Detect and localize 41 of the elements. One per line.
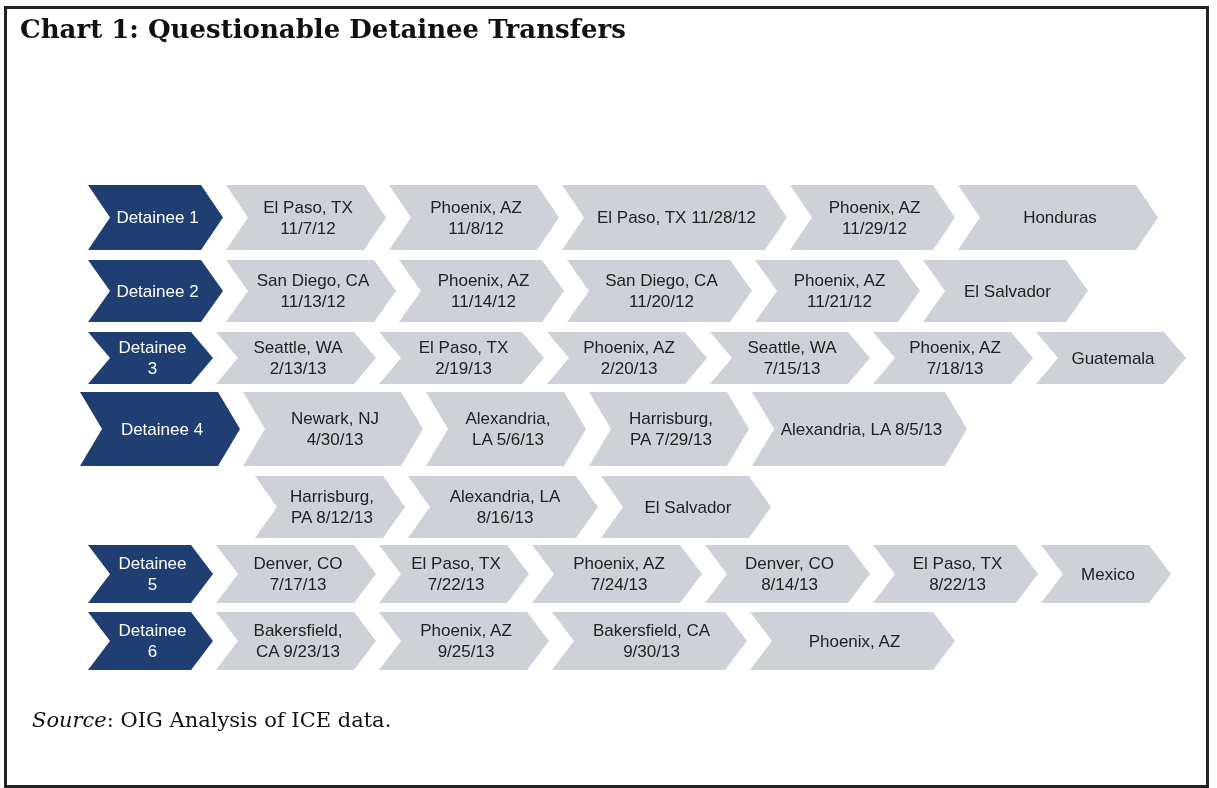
- transfer-step: El Paso, TX 11/7/12: [226, 185, 386, 250]
- transfer-step: Alexandria, LA 8/5/13: [752, 392, 967, 466]
- transfer-step: Mexico: [1041, 545, 1171, 603]
- chart-title: Chart 1: Questionable Detainee Transfers: [20, 14, 626, 44]
- transfer-step: Seattle, WA 2/13/13: [216, 332, 376, 384]
- transfer-step: Bakersfield, CA 9/23/13: [216, 612, 376, 670]
- transfer-step: El Paso, TX 7/22/13: [379, 545, 529, 603]
- transfer-step: El Salvador: [923, 260, 1088, 322]
- transfer-step: San Diego, CA 11/13/12: [226, 260, 396, 322]
- transfer-step: Alexandria, LA 8/16/13: [408, 476, 598, 538]
- transfer-step: Honduras: [958, 185, 1158, 250]
- transfer-step: El Paso, TX 2/19/13: [379, 332, 544, 384]
- transfer-step: San Diego, CA 11/20/12: [567, 260, 752, 322]
- transfer-step: Newark, NJ 4/30/13: [243, 392, 423, 466]
- detainee-tag: Detainee 3: [88, 332, 213, 384]
- source-note: Source: OIG Analysis of ICE data.: [32, 708, 392, 732]
- transfer-step: Harrisburg, PA 7/29/13: [589, 392, 749, 466]
- transfer-step: Guatemala: [1036, 332, 1186, 384]
- transfer-step: Phoenix, AZ 11/8/12: [389, 185, 559, 250]
- transfer-step: El Salvador: [601, 476, 771, 538]
- transfer-step: Seattle, WA 7/15/13: [710, 332, 870, 384]
- transfer-step: Phoenix, AZ 2/20/13: [547, 332, 707, 384]
- transfer-step: El Paso, TX 8/22/13: [873, 545, 1038, 603]
- transfer-step: Phoenix, AZ 11/14/12: [399, 260, 564, 322]
- transfer-step: Phoenix, AZ 7/24/13: [532, 545, 702, 603]
- transfer-step: Phoenix, AZ 11/29/12: [790, 185, 955, 250]
- transfer-step: Phoenix, AZ 11/21/12: [755, 260, 920, 322]
- detainee-tag: Detainee 4: [80, 392, 240, 466]
- transfer-step: Phoenix, AZ 7/18/13: [873, 332, 1033, 384]
- detainee-tag: Detainee 6: [88, 612, 213, 670]
- detainee-tag: Detainee 5: [88, 545, 213, 603]
- transfer-step: Harrisburg, PA 8/12/13: [255, 476, 405, 538]
- transfer-step: Phoenix, AZ: [750, 612, 955, 670]
- transfer-step: Alexandria, LA 5/6/13: [426, 392, 586, 466]
- transfer-step: El Paso, TX 11/28/12: [562, 185, 787, 250]
- transfer-step: Bakersfield, CA 9/30/13: [552, 612, 747, 670]
- transfer-step: Phoenix, AZ 9/25/13: [379, 612, 549, 670]
- detainee-tag: Detainee 2: [88, 260, 223, 322]
- transfer-step: Denver, CO 7/17/13: [216, 545, 376, 603]
- detainee-tag: Detainee 1: [88, 185, 223, 250]
- transfer-step: Denver, CO 8/14/13: [705, 545, 870, 603]
